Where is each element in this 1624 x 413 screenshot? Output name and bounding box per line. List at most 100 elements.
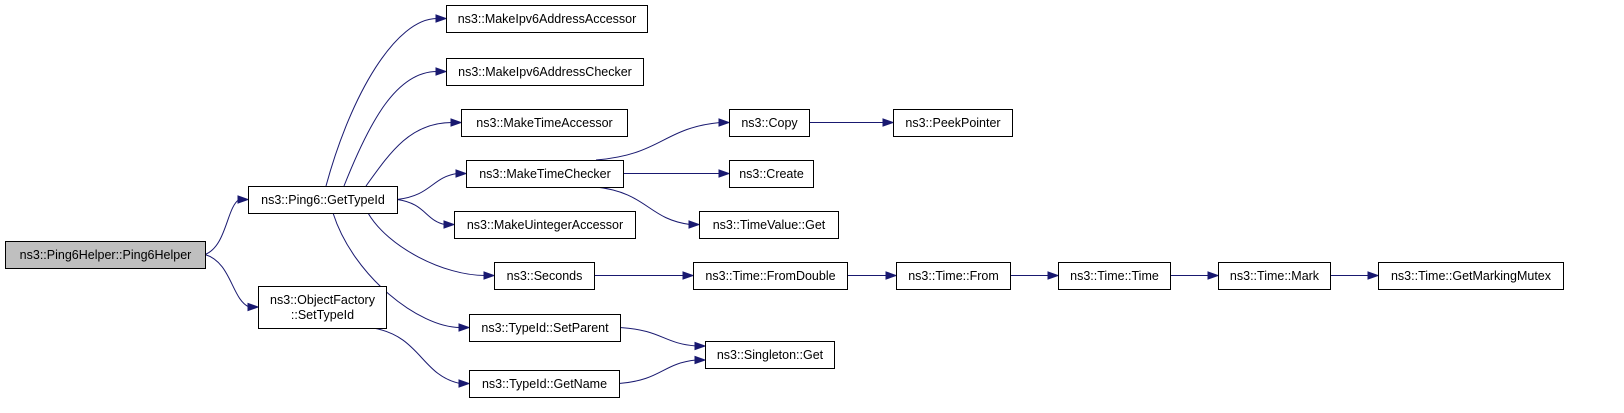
edge-getTypeId-to-setParent [332,212,461,328]
node-box [461,109,628,137]
node-label: ns3::MakeTimeAccessor [476,116,612,130]
node-label: ns3::MakeIpv6AddressChecker [458,65,632,79]
arrowhead [1047,271,1060,280]
edge-mkTimeChk-to-timeValGet [595,186,691,225]
arrowhead [458,379,471,388]
node-box [1058,262,1171,290]
node-label: ns3::PeekPointer [905,116,1000,130]
node-make-ipv6-address-checker[interactable]: ns3::MakeIpv6AddressChecker [446,58,644,86]
node-box [494,262,595,290]
edge-getTypeId-to-mkIpv6Acc [325,18,438,187]
arrowhead [694,355,707,365]
node-time-fromdouble[interactable]: ns3::Time::FromDouble [693,262,848,290]
node-box [469,314,621,342]
arrowhead [435,67,448,76]
arrowhead [1367,271,1380,280]
node-label: ns3::MakeTimeChecker [479,167,611,181]
node-label: ns3::ObjectFactory [270,293,376,307]
node-time-mark[interactable]: ns3::Time::Mark [1218,262,1331,290]
edge-getTypeId-to-mkTimeAcc [365,122,453,187]
node-label: ns3::Copy [741,116,798,130]
node-label: ns3::Time::From [908,269,999,283]
edge-getTypeId-to-mkTimeChk [396,173,458,200]
node-label: ns3::MakeUintegerAccessor [467,218,623,232]
edge-objFactory-to-getName [372,327,461,384]
node-label: ns3::Time::GetMarkingMutex [1391,269,1552,283]
node-ping6helper-ctor[interactable]: ns3::Ping6Helper::Ping6Helper [5,241,206,269]
node-box [248,186,398,214]
node-label: ns3::Time::Time [1070,269,1159,283]
node-timevalue-get[interactable]: ns3::TimeValue::Get [699,211,839,239]
node-copy[interactable]: ns3::Copy [729,109,810,137]
arrowhead [885,271,898,280]
arrowhead [688,220,701,229]
node-seconds[interactable]: ns3::Seconds [494,262,595,290]
node-singleton-get[interactable]: ns3::Singleton::Get [705,341,835,369]
call-graph-edges [204,14,1380,388]
edge-root-to-objFactory [204,254,250,308]
node-time-from[interactable]: ns3::Time::From [896,262,1011,290]
node-label: ns3::TypeId::GetName [482,377,607,391]
node-label: ns3::Singleton::Get [717,348,824,362]
arrowhead [694,341,707,351]
node-label: ns3::Time::Mark [1230,269,1320,283]
node-time-time[interactable]: ns3::Time::Time [1058,262,1171,290]
node-label: ns3::TimeValue::Get [713,218,826,232]
edge-getTypeId-to-seconds [367,212,486,276]
node-box [729,160,814,188]
node-label: ns3::Create [739,167,804,181]
node-box [446,58,644,86]
node-make-uinteger-accessor[interactable]: ns3::MakeUintegerAccessor [454,211,636,239]
node-box [1218,262,1331,290]
node-make-ipv6-address-accessor[interactable]: ns3::MakeIpv6AddressAccessor [446,5,648,33]
node-typeid-setparent[interactable]: ns3::TypeId::SetParent [469,314,621,342]
node-box [729,109,810,137]
node-box [5,241,206,269]
node-box [893,109,1013,137]
arrowhead [443,220,456,229]
edge-getTypeId-to-mkUintAcc [396,199,446,225]
arrowhead [455,169,468,178]
node-label: ::SetTypeId [291,308,354,322]
node-box [454,211,636,239]
node-box [466,160,624,188]
arrowhead [1207,271,1220,280]
node-time-getmarkingmutex[interactable]: ns3::Time::GetMarkingMutex [1378,262,1564,290]
node-label: ns3::Ping6Helper::Ping6Helper [20,248,192,262]
arrowhead [247,302,260,312]
node-objectfactory-settypeid[interactable]: ns3::ObjectFactory::SetTypeId [258,286,387,329]
edge-root-to-getTypeId [204,199,240,255]
node-box [896,262,1011,290]
node-box [705,341,835,369]
arrowhead [458,323,471,332]
node-label: ns3::MakeIpv6AddressAccessor [458,12,637,26]
node-make-time-accessor[interactable]: ns3::MakeTimeAccessor [461,109,628,137]
edge-mkTimeChk-to-copy [595,122,721,161]
node-box [1378,262,1564,290]
call-graph-nodes: ns3::Ping6Helper::Ping6Helper ns3::Ping6:… [5,5,1564,398]
node-label: ns3::Seconds [507,269,583,283]
arrowhead [718,169,731,178]
arrowhead [237,195,250,204]
node-peekpointer[interactable]: ns3::PeekPointer [893,109,1013,137]
edge-getName-to-singletonGet [618,359,697,384]
arrowhead [682,271,695,280]
arrowhead [450,118,463,127]
node-label: ns3::TypeId::SetParent [481,321,609,335]
node-create[interactable]: ns3::Create [729,160,814,188]
edge-setParent-to-singletonGet [619,327,697,347]
node-ping6-gettypeid[interactable]: ns3::Ping6::GetTypeId [248,186,398,214]
node-box [699,211,839,239]
edge-getTypeId-to-mkIpv6Chk [343,71,438,187]
node-make-time-checker[interactable]: ns3::MakeTimeChecker [466,160,624,188]
arrowhead [483,271,496,280]
arrowhead [718,118,731,127]
node-box [446,5,648,33]
node-typeid-getname[interactable]: ns3::TypeId::GetName [469,370,620,398]
node-label: ns3::Ping6::GetTypeId [261,193,385,207]
arrowhead [882,118,895,127]
node-label: ns3::Time::FromDouble [705,269,835,283]
node-box [258,286,387,329]
arrowhead [435,14,448,23]
